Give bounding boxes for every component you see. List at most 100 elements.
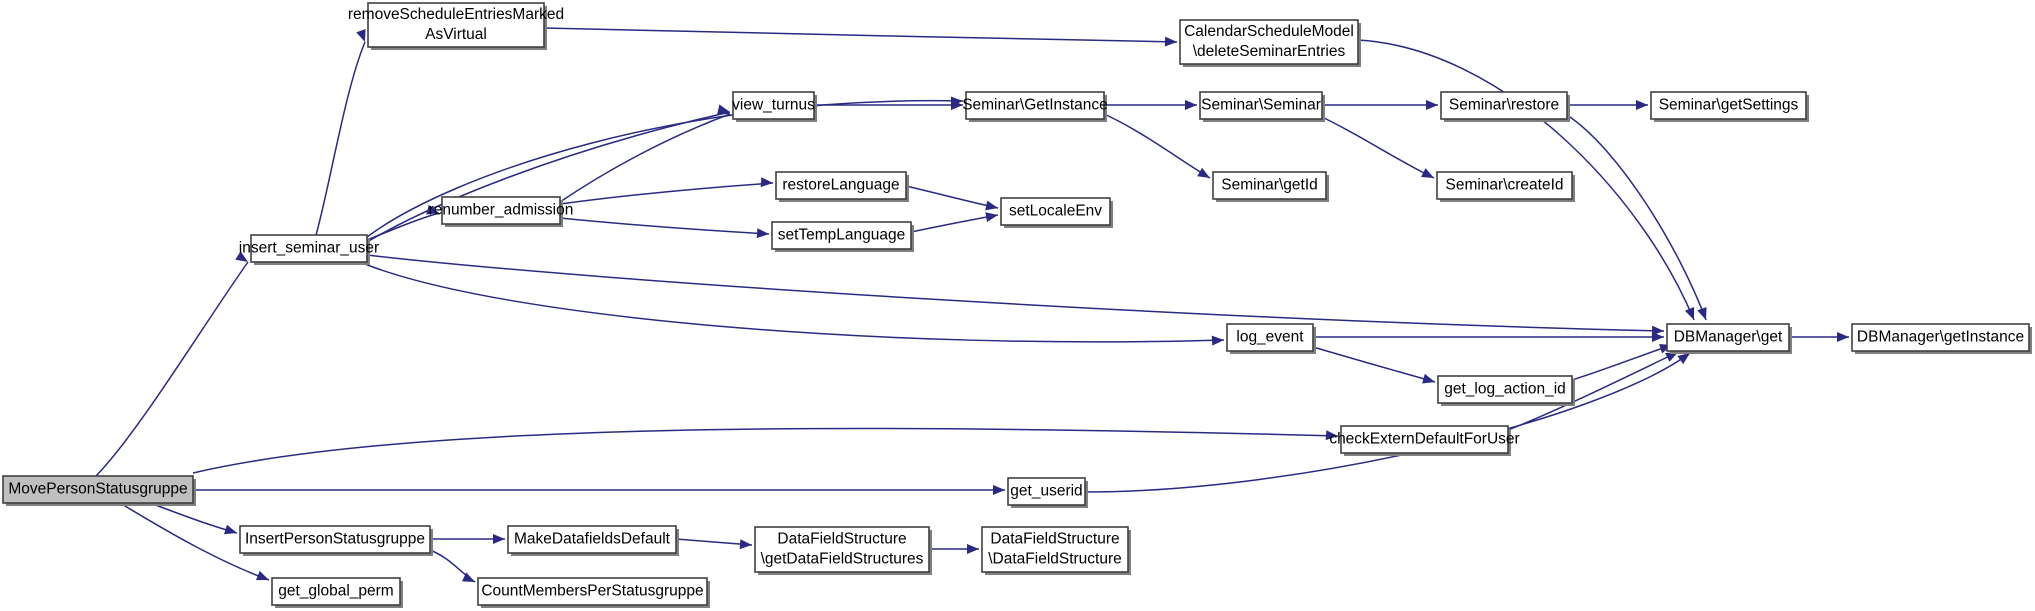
edge-line (1507, 351, 1679, 431)
edge-DBManager\get-to-DBManager\getInstance (1789, 332, 1849, 342)
node-insert_seminar_user[interactable]: insert_seminar_user (239, 234, 379, 265)
arrowhead-icon (985, 212, 998, 222)
node-Seminar-restore[interactable]: Seminar\restore (1440, 91, 1570, 122)
node-renumber_admission[interactable]: renumber_admission (429, 196, 574, 227)
arrowhead-icon (426, 204, 439, 215)
arrowhead-icon (1426, 100, 1438, 110)
node-box[interactable] (507, 525, 677, 554)
node-box[interactable] (1650, 91, 1807, 120)
node-box[interactable] (250, 234, 368, 263)
node-box[interactable] (775, 171, 907, 200)
node-box[interactable] (2, 475, 194, 504)
node-label: Seminar\Seminar (1201, 97, 1321, 114)
node-Seminar-GetInstance[interactable]: Seminar\GetInstance (962, 91, 1108, 122)
node-label: renumber_admission (429, 202, 574, 219)
arrowhead-icon (760, 177, 773, 188)
node-Seminar-createId[interactable]: Seminar\createId (1436, 171, 1575, 202)
node-InsertPersonStatusgruppe[interactable]: InsertPersonStatusgruppe (239, 525, 433, 556)
node-label: InsertPersonStatusgruppe (245, 531, 425, 548)
node-box[interactable] (1436, 171, 1573, 200)
arrowhead-icon (967, 544, 979, 554)
arrowhead-icon (493, 534, 505, 544)
edge-MovePersonStatusgruppe-to-checkExternDefaultForUser (192, 427, 1339, 474)
edge-line (192, 427, 1339, 474)
node-DBManager-get[interactable]: DBManager\get (1666, 323, 1792, 354)
arrowhead-icon (739, 539, 752, 550)
node-box[interactable] (965, 91, 1105, 120)
node-MovePersonStatusgruppe[interactable]: MovePersonStatusgruppe (2, 475, 196, 506)
edge-line (905, 185, 999, 209)
edge-DataFieldStructure\getDataFieldStructures-to-DataFieldStructure\DataFieldStructure (929, 544, 979, 554)
node-get_global_perm[interactable]: get_global_perm (271, 577, 403, 608)
edge-line (366, 212, 440, 241)
edge-log_event-to-DBManager\get (1313, 332, 1664, 342)
edge-line (366, 99, 964, 238)
node-Seminar-Seminar[interactable]: Seminar\Seminar (1199, 91, 1325, 122)
node-label: get_global_perm (278, 583, 393, 600)
node-CalendarScheduleModel-deleteSeminarEntries[interactable]: CalendarScheduleModel\deleteSeminarEntri… (1179, 19, 1361, 67)
edge-checkExternDefaultForUser-to-DBManager\get (1507, 351, 1679, 431)
edge-line (559, 217, 770, 235)
node-box[interactable] (1179, 19, 1359, 65)
arrowhead-icon (1325, 430, 1338, 441)
node-label: \getDataFieldStructures (761, 551, 924, 568)
arrowhead-icon (224, 524, 237, 535)
edge-log_event-to-get_log_action_id (1312, 346, 1436, 384)
edge-line (1357, 39, 1695, 321)
node-box[interactable] (1851, 323, 2030, 352)
node-box[interactable] (1212, 171, 1327, 200)
node-box[interactable] (732, 91, 815, 120)
node-label: setLocaleEnv (1009, 203, 1102, 220)
node-CountMembersPerStatusgruppe[interactable]: CountMembersPerStatusgruppe (477, 577, 710, 608)
node-label: removeScheduleEntriesMarked (348, 6, 564, 23)
node-box[interactable] (1226, 323, 1314, 352)
node-box[interactable] (1199, 91, 1323, 120)
edge-view_turnus-to-Seminar\GetInstance (814, 100, 963, 110)
node-DataFieldStructure-getDataFieldStructures[interactable]: DataFieldStructure\getDataFieldStructure… (754, 526, 932, 575)
edge-layer (95, 27, 1849, 583)
edge-line (119, 502, 270, 581)
node-view_turnus[interactable]: view_turnus (732, 91, 817, 122)
node-box[interactable] (754, 526, 930, 573)
arrowhead-icon (1677, 353, 1690, 365)
node-box[interactable] (981, 526, 1129, 573)
node-DBManager-getInstance[interactable]: DBManager\getInstance (1851, 323, 2032, 354)
node-box[interactable] (1437, 375, 1573, 404)
arrowhead-icon (951, 100, 963, 110)
node-box[interactable] (1000, 197, 1111, 226)
node-DataFieldStructure-DataFieldStructure[interactable]: DataFieldStructure\DataFieldStructure (981, 526, 1131, 575)
node-log_event[interactable]: log_event (1226, 323, 1316, 354)
node-box[interactable] (1440, 91, 1568, 120)
node-Seminar-getId[interactable]: Seminar\getId (1212, 171, 1329, 202)
arrowhead-icon (1665, 352, 1678, 362)
node-setLocaleEnv[interactable]: setLocaleEnv (1000, 197, 1113, 228)
node-box[interactable] (239, 525, 431, 554)
node-box[interactable] (441, 196, 561, 225)
node-box[interactable] (771, 221, 912, 250)
edge-insert_seminar_user-to-removeScheduleEntriesMarkedAsVirtual (315, 29, 366, 236)
node-MakeDatafieldsDefault[interactable]: MakeDatafieldsDefault (507, 525, 679, 556)
node-restoreLanguage[interactable]: restoreLanguage (775, 171, 909, 202)
edge-CalendarScheduleModel\deleteSeminarEntries-to-DBManager\get (1357, 39, 1695, 321)
edge-Seminar\Seminar-to-Seminar\createId (1321, 116, 1435, 179)
edge-line (910, 214, 999, 233)
node-Seminar-getSettings[interactable]: Seminar\getSettings (1650, 91, 1809, 122)
node-box[interactable] (367, 2, 545, 48)
node-get_userid[interactable]: get_userid (1007, 477, 1088, 508)
node-box[interactable] (271, 577, 401, 606)
node-checkExternDefaultForUser[interactable]: checkExternDefaultForUser (1329, 425, 1520, 456)
node-box[interactable] (1666, 323, 1790, 352)
edge-renumber_admission-to-setTempLanguage (559, 217, 770, 239)
node-box[interactable] (477, 577, 708, 606)
arrowhead-icon (1164, 36, 1177, 47)
node-box[interactable] (1007, 477, 1086, 506)
node-label: Seminar\GetInstance (962, 97, 1108, 114)
node-get_log_action_id[interactable]: get_log_action_id (1437, 375, 1575, 406)
node-box[interactable] (1340, 425, 1509, 454)
edge-insert_seminar_user-to-renumber_admission (366, 204, 440, 241)
edge-MovePersonStatusgruppe-to-get_global_perm (119, 502, 270, 581)
node-setTempLanguage[interactable]: setTempLanguage (771, 221, 914, 252)
edge-line (1103, 113, 1211, 179)
